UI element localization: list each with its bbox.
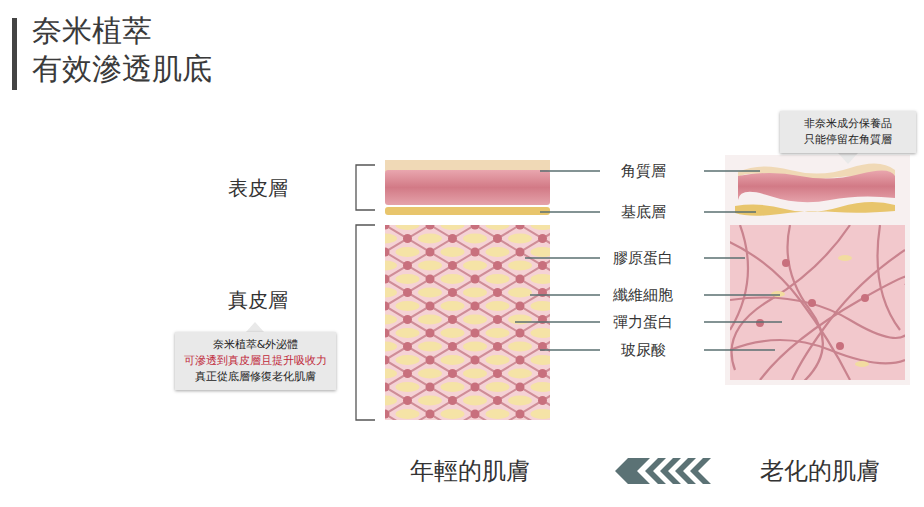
part-label: 膠原蛋白 (613, 249, 673, 267)
callout-text: 非奈米成分保養品 只能停留在角質層 (789, 116, 907, 148)
direction-chevrons (615, 458, 711, 484)
bracket (356, 165, 375, 210)
callout-box: 奈米植萃&外泌體可滲透到真皮層且提升吸收力真正從底層修復老化肌膚 (175, 332, 336, 390)
callout-box: 非奈米成分保養品 只能停留在角質層 (780, 111, 916, 153)
leader-lines (515, 171, 782, 350)
callout-pointer (838, 153, 858, 164)
dermis-block (730, 225, 905, 380)
title-bar (12, 18, 17, 90)
part-label: 老化的肌膚 (760, 457, 880, 486)
callout-pointer (246, 322, 264, 332)
callout-text: 真正從底層修復老化肌膚 (183, 369, 328, 385)
title: 奈米植萃 有效滲透肌底 (32, 12, 262, 87)
part-label: 基底層 (621, 203, 666, 221)
part-label: 年輕的肌膚 (410, 457, 530, 486)
basal-layer (385, 207, 550, 215)
epidermis-band (385, 170, 550, 205)
callout-text: 可滲透到真皮層且提升吸收力 (183, 353, 328, 369)
part-label: 表皮層 (228, 176, 288, 200)
bracket (356, 225, 375, 420)
callout-text: 奈米植萃&外泌體 (183, 337, 328, 353)
part-label: 角質層 (621, 162, 666, 180)
part-label: 纖維細胞 (613, 286, 673, 304)
collagen-lattice (385, 225, 550, 420)
part-label: 玻尿酸 (621, 341, 666, 359)
part-label: 彈力蛋白 (613, 313, 673, 331)
epidermis-band (738, 170, 895, 202)
damaged-collagen (730, 225, 905, 380)
basal-layer (735, 202, 895, 216)
part-label: 真皮層 (228, 288, 288, 312)
